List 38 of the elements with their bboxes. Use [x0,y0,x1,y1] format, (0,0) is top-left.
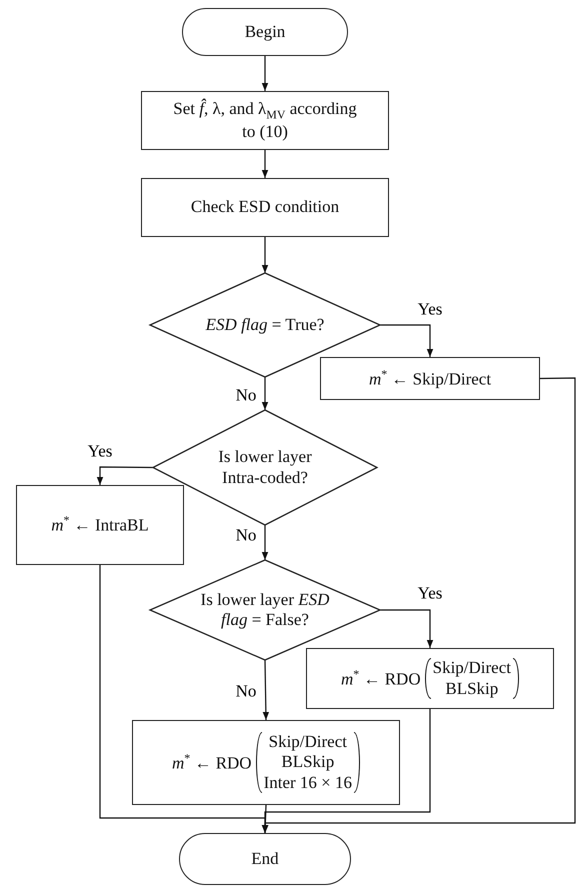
arrow [262,377,268,410]
decision-text: Is lower layer ESD flag = False? [200,590,330,630]
arrow [262,56,268,91]
process-text: m$^{*}$ ← RDO [340,666,421,690]
option-text: BLSkip [281,752,334,773]
process-box [132,720,400,805]
process-text: m$^{*}$ ← Skip/Direct [368,366,492,390]
process-box [16,485,184,565]
decision-diamond [150,560,380,660]
process-box [306,648,554,709]
option-text: Skip/Direct [268,732,347,752]
process-text: Check ESD condition [190,197,340,218]
decision-text: Is lower layer Intra-coded? [217,447,313,488]
process-box [141,178,389,237]
arrow [96,466,153,485]
arrow [262,525,268,560]
decision-diamond [153,410,377,525]
option-text: Skip/Direct [432,658,512,678]
arrow [380,324,434,357]
process-text: m$^{*}$ ← RDO [172,750,252,774]
process-text: Set f̂, λ, and λ$_{MV}$ according to (10) [172,98,358,142]
arrow [262,150,268,178]
terminal-box [179,833,351,885]
arrow [262,804,268,834]
process-text: m$^{*}$ ← IntraBL [51,513,149,537]
decision-diamond [150,273,380,377]
arrow [262,660,270,720]
terminal-box [182,8,348,56]
process-box [141,91,389,150]
option-text: BLSkip [445,678,498,699]
option-text: Inter 16 × 16 [264,772,352,794]
arrow [262,377,576,833]
process-text: Begin [244,22,286,42]
arrow [262,237,268,273]
decision-text: ESD flag = True? [206,314,324,336]
arrow [380,609,434,648]
process-box [320,357,540,400]
process-text: End [251,848,279,870]
